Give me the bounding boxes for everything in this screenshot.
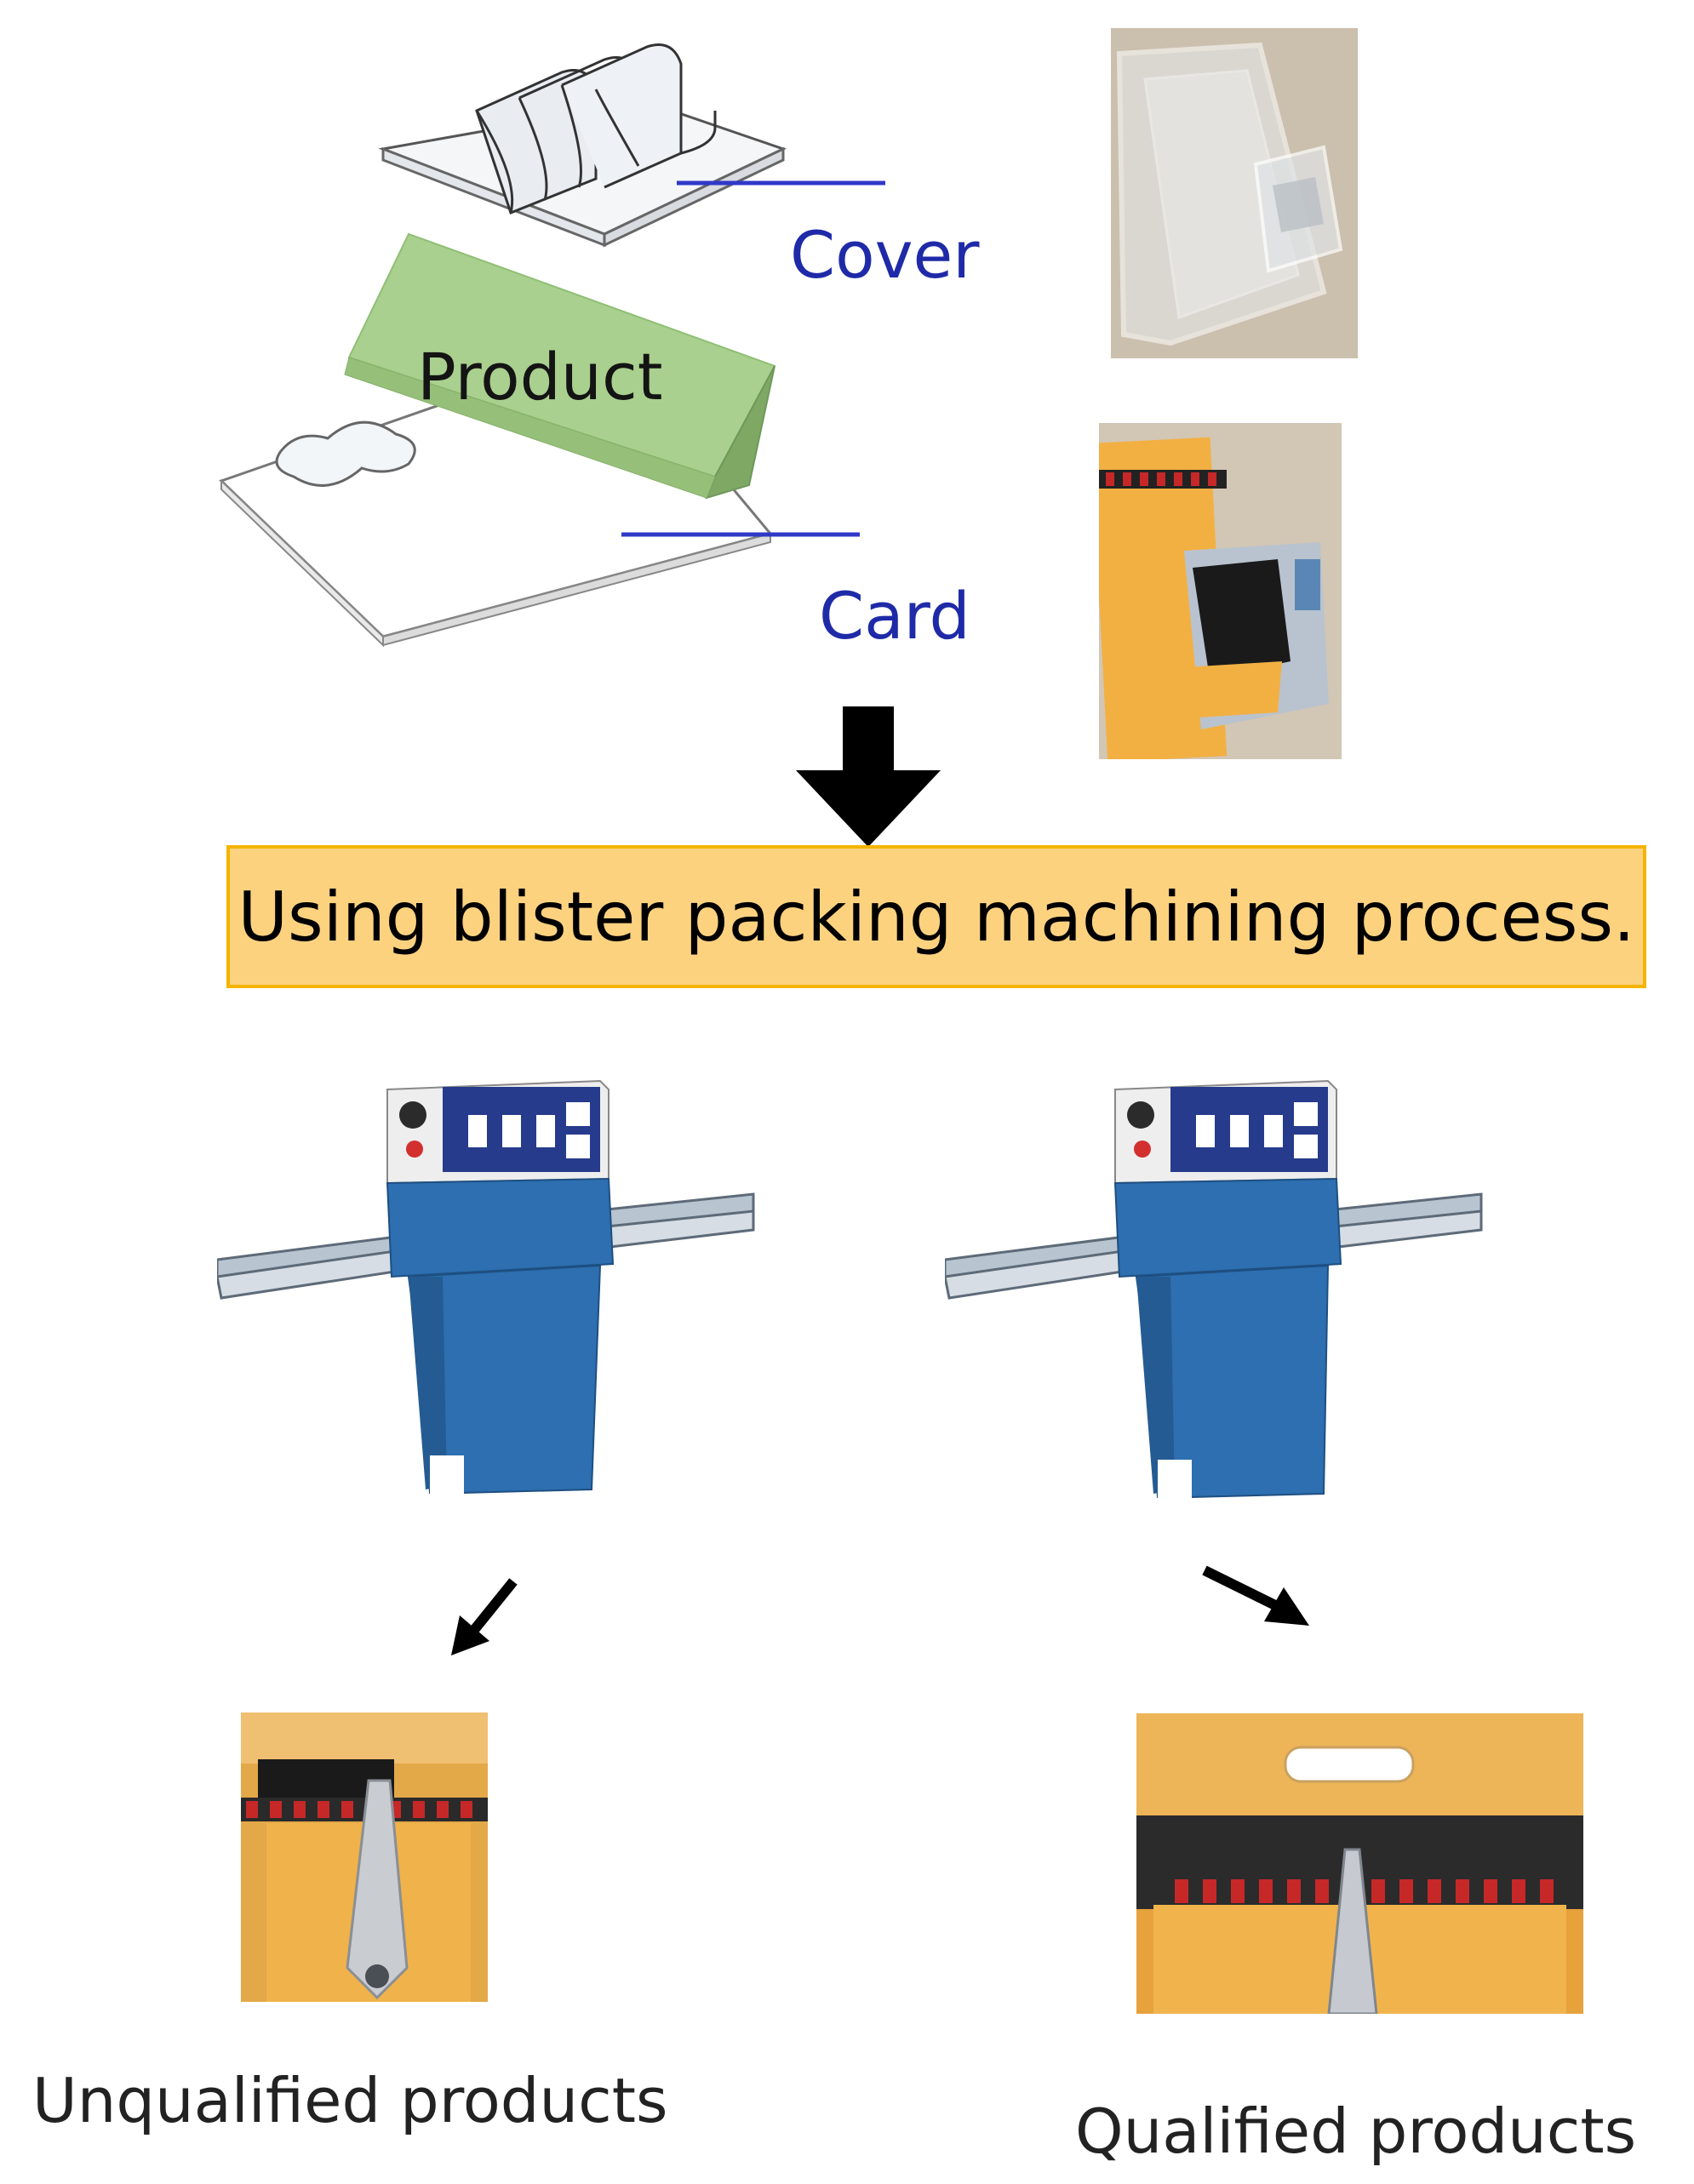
unqualified-label: Unqualified products (32, 2065, 668, 2136)
card-label: Card (819, 578, 970, 654)
process-box: Using blister packing machining process. (226, 845, 1646, 988)
cover-photo (1111, 28, 1358, 358)
qualified-label: Qualified products (1075, 2095, 1637, 2167)
arrow-down-icon (796, 706, 941, 847)
arrow-down-right-icon (1202, 1565, 1309, 1626)
hang-hole-icon (275, 420, 416, 487)
unqualified-product-photo (241, 1712, 488, 2002)
product-block (344, 232, 776, 500)
cover-blister (378, 43, 787, 248)
cover-label: Cover (790, 217, 980, 293)
arrow-down-left-icon (451, 1578, 518, 1655)
blister-exploded-diagram (219, 43, 885, 647)
hang-hole-icon (1284, 1746, 1415, 1783)
qualified-product-photo (1136, 1713, 1583, 2014)
sealing-machine-left (217, 1079, 755, 1494)
sealing-machine-right (945, 1079, 1483, 1498)
card-photo (1099, 423, 1342, 759)
product-label: Product (417, 339, 663, 415)
process-text: Using blister packing machining process. (238, 877, 1635, 957)
